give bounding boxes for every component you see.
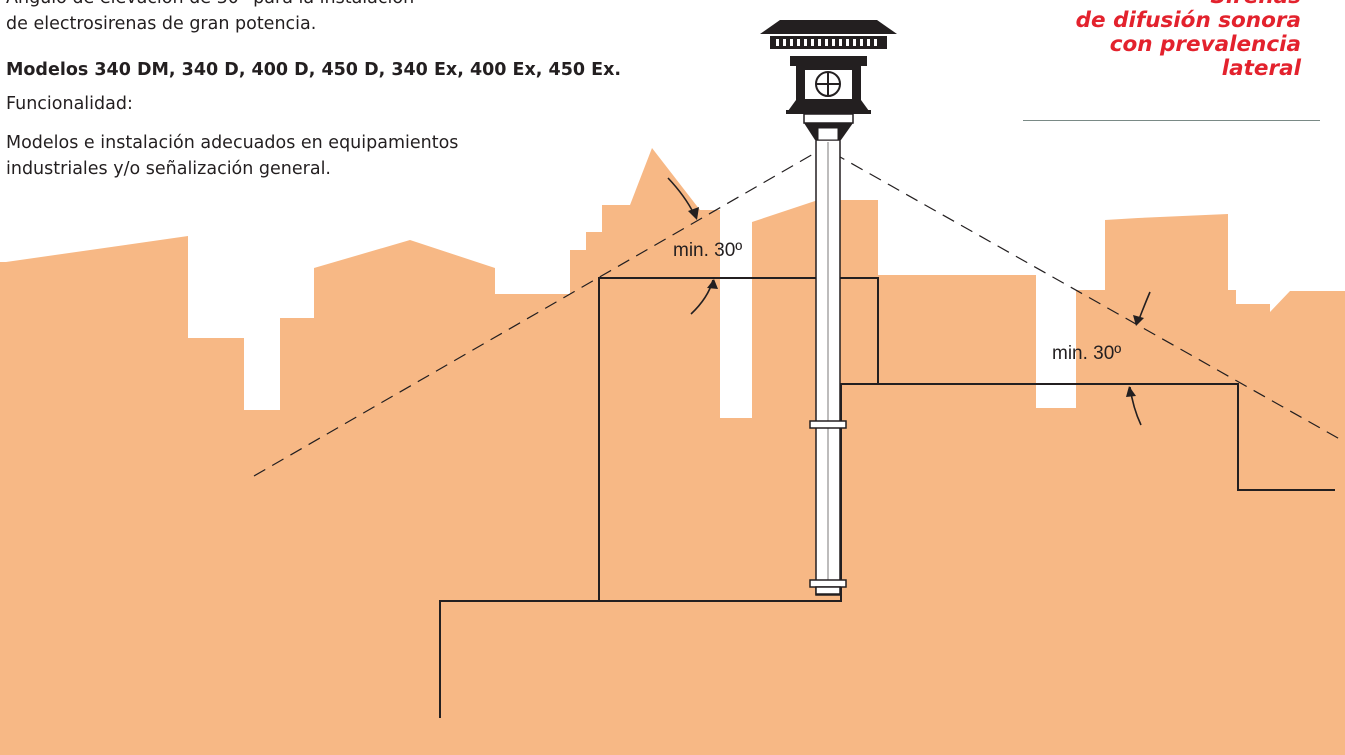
functionality-description: Modelos e instalación adecuados en equip… xyxy=(6,130,458,182)
angle-label-right: min. 30º xyxy=(1052,343,1122,364)
headline-line: Sirenas xyxy=(981,0,1301,9)
headline-line: con prevalencia xyxy=(1109,32,1301,57)
headline: Sirenas de difusión sonora con prevalenc… xyxy=(981,0,1301,81)
headline-divider xyxy=(1023,120,1320,121)
models-line: Modelos 340 DM, 340 D, 400 D, 450 D, 340… xyxy=(6,60,622,80)
intro-line: de electrosirenas de gran potencia. xyxy=(6,14,317,34)
angle-arrowheads xyxy=(688,207,1144,397)
city-skyline xyxy=(0,148,1345,755)
functionality-line: Modelos e instalación adecuados en equip… xyxy=(6,133,459,153)
angle-label-left: min. 30º xyxy=(673,240,743,261)
intro-line: Ángulo de elevación de 30° para la insta… xyxy=(6,0,414,11)
functionality-line: industriales y/o señalización general. xyxy=(6,159,331,179)
headline-line: de difusión sonora xyxy=(1075,8,1301,33)
functionality-title: Funcionalidad: xyxy=(6,94,133,114)
elevation-lines xyxy=(253,152,1345,477)
siren-icon xyxy=(760,20,897,141)
building-outlines xyxy=(439,277,1335,718)
siren-pole xyxy=(809,139,847,596)
headline-line: lateral xyxy=(1221,56,1301,81)
intro-text: Ángulo de elevación de 30° para la insta… xyxy=(6,0,414,37)
